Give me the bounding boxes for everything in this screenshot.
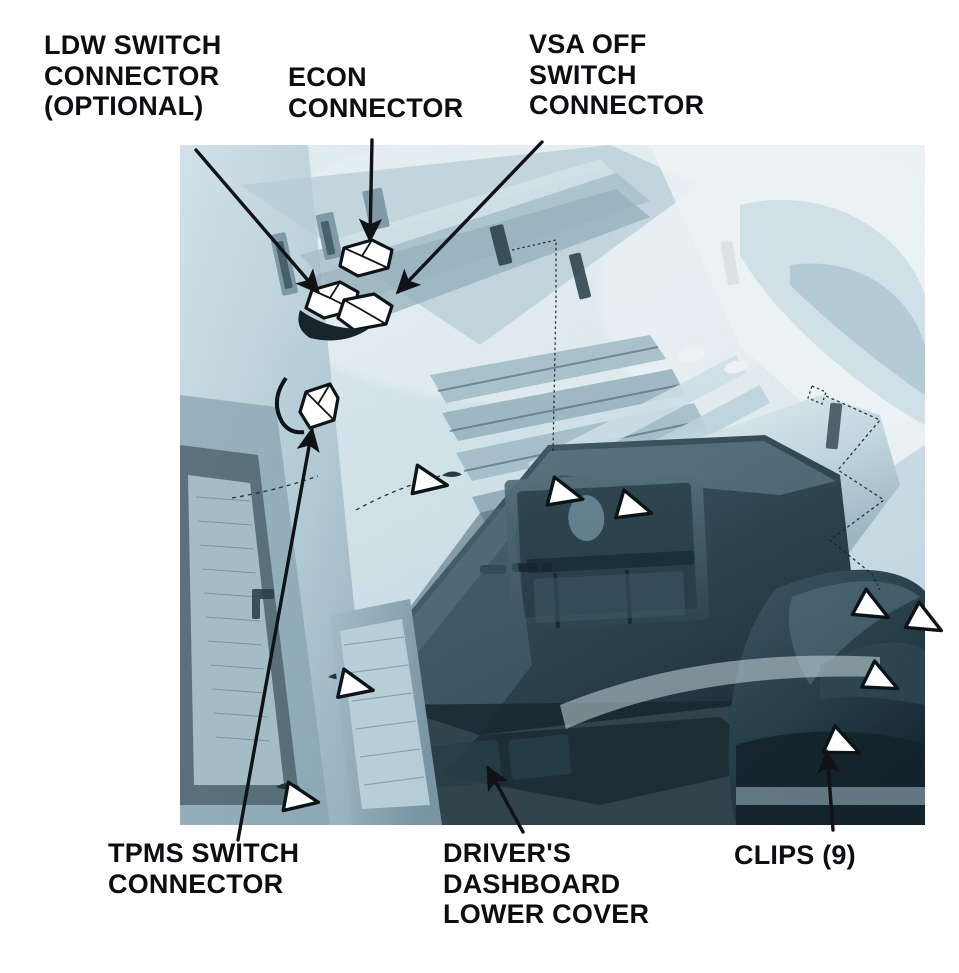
label-vsa-off-switch-connector: VSA OFF SWITCH CONNECTOR: [529, 29, 705, 120]
label-drivers-dashboard-lower-cover: DRIVER'S DASHBOARD LOWER COVER: [443, 838, 650, 929]
photo-artwork: [180, 145, 925, 825]
dashboard-photo: [180, 145, 925, 825]
label-econ-connector: ECON CONNECTOR: [288, 62, 464, 123]
label-ldw-switch-connector: LDW SWITCH CONNECTOR (OPTIONAL): [44, 30, 222, 121]
label-tpms-switch-connector: TPMS SWITCH CONNECTOR: [108, 838, 300, 899]
label-clips-count: CLIPS (9): [734, 840, 856, 870]
